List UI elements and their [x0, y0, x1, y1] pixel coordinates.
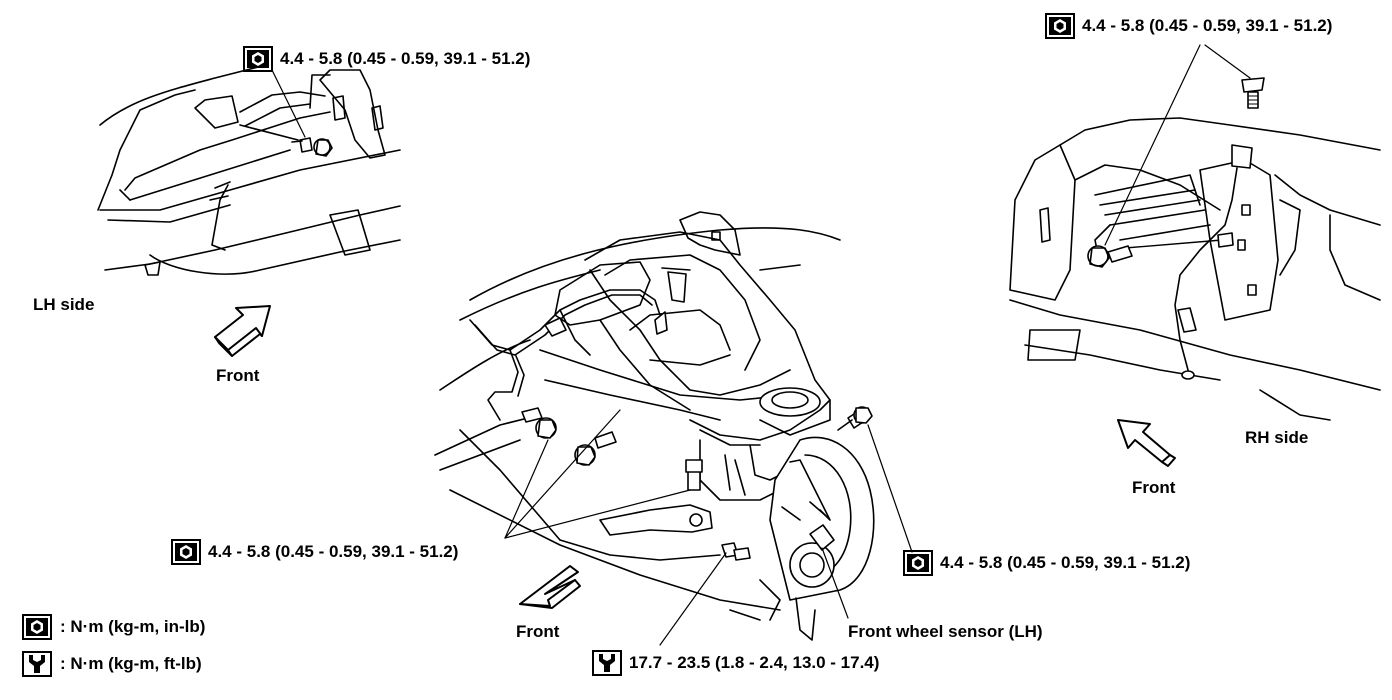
- lh-side-drawing: [97, 65, 401, 276]
- bottom-torque-value: 17.7 - 23.5 (1.8 - 2.4, 13.0 - 17.4): [629, 653, 880, 672]
- center-right-torque-callout: 4.4 - 5.8 (0.45 - 0.59, 39.1 - 51.2): [903, 550, 1190, 576]
- bolt-torque-icon: [171, 539, 201, 565]
- front-arrow-lh: [214, 305, 271, 357]
- legend-bolt-row: : N·m (kg-m, in-lb): [22, 614, 205, 640]
- center-suspension-drawing: [434, 211, 913, 646]
- lh-torque-callout: 4.4 - 5.8 (0.45 - 0.59, 39.1 - 51.2): [243, 46, 530, 72]
- lh-torque-value: 4.4 - 5.8 (0.45 - 0.59, 39.1 - 51.2): [280, 49, 531, 68]
- legend-bolt-units: : N·m (kg-m, in-lb): [60, 617, 206, 636]
- rh-side-label: RH side: [1245, 428, 1309, 447]
- bolt-torque-icon: [22, 614, 52, 640]
- rh-torque-value: 4.4 - 5.8 (0.45 - 0.59, 39.1 - 51.2): [1082, 16, 1333, 35]
- wrench-torque-icon: [22, 651, 52, 677]
- center-bolt-4: [837, 406, 873, 431]
- bottom-torque-callout: 17.7 - 23.5 (1.8 - 2.4, 13.0 - 17.4): [592, 650, 879, 676]
- center-left-torque-callout: 4.4 - 5.8 (0.45 - 0.59, 39.1 - 51.2): [171, 539, 458, 565]
- rh-side-drawing: [1009, 44, 1381, 421]
- center-bolt-2: [574, 431, 617, 466]
- legend-wrench-units: : N·m (kg-m, ft-lb): [60, 654, 202, 673]
- lh-side-label: LH side: [33, 295, 95, 314]
- front-wheel-sensor-label: Front wheel sensor (LH): [848, 622, 1043, 641]
- bolt-torque-icon: [903, 550, 933, 576]
- center-bolt-5: [721, 542, 751, 561]
- center-left-torque-value: 4.4 - 5.8 (0.45 - 0.59, 39.1 - 51.2): [208, 542, 459, 561]
- legend-wrench-row: : N·m (kg-m, ft-lb): [22, 651, 202, 677]
- center-right-torque-value: 4.4 - 5.8 (0.45 - 0.59, 39.1 - 51.2): [940, 553, 1191, 572]
- front-label-rh: Front: [1132, 478, 1176, 497]
- bolt-torque-icon: [1045, 13, 1075, 39]
- front-label-lh: Front: [216, 366, 260, 385]
- center-bolt-1: [521, 407, 557, 439]
- center-bolt-3: [685, 459, 703, 491]
- bolt-torque-icon: [243, 46, 273, 72]
- wrench-torque-icon: [592, 650, 622, 676]
- rh-torque-callout: 4.4 - 5.8 (0.45 - 0.59, 39.1 - 51.2): [1045, 13, 1332, 39]
- front-arrow-rh: [1117, 419, 1176, 467]
- front-arrow-center: [519, 565, 581, 609]
- front-label-center: Front: [516, 622, 560, 641]
